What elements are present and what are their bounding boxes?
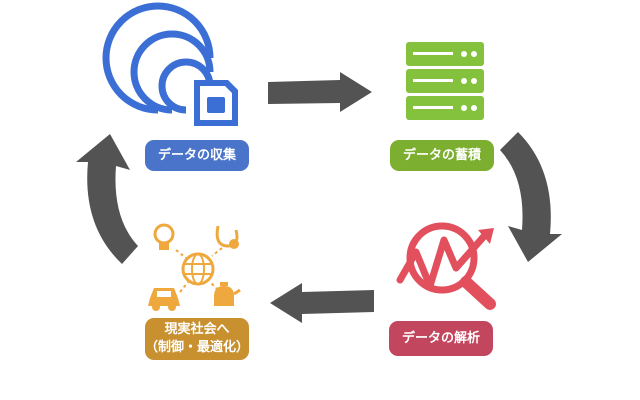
radio-signal-sim-icon [102,2,238,126]
step-store-label: データの蓄積 [402,147,481,163]
arrow-collect-to-store [268,72,372,112]
step-store-badge: データの蓄積 [390,140,494,171]
step-collect-label: データの収集 [157,147,236,163]
magnifier-chart-icon [396,222,496,310]
arrow-apply-to-collect [76,134,138,264]
step-apply-label-line1: 現実社会へ [164,322,230,338]
step-analyze-label: データの解析 [401,330,480,346]
step-apply-label-line2: （制御・最適化） [145,340,250,355]
step-apply-badge: 現実社会へ （制御・最適化） [145,318,249,360]
network-globe-devices-icon [148,223,241,311]
arrow-store-to-analyze [500,132,562,262]
cycle-arrows [76,72,562,323]
step-analyze-badge: データの解析 [389,321,493,356]
step-collect-badge: データの収集 [145,140,249,171]
arrow-analyze-to-apply [270,283,374,323]
server-rack-icon [406,42,484,120]
